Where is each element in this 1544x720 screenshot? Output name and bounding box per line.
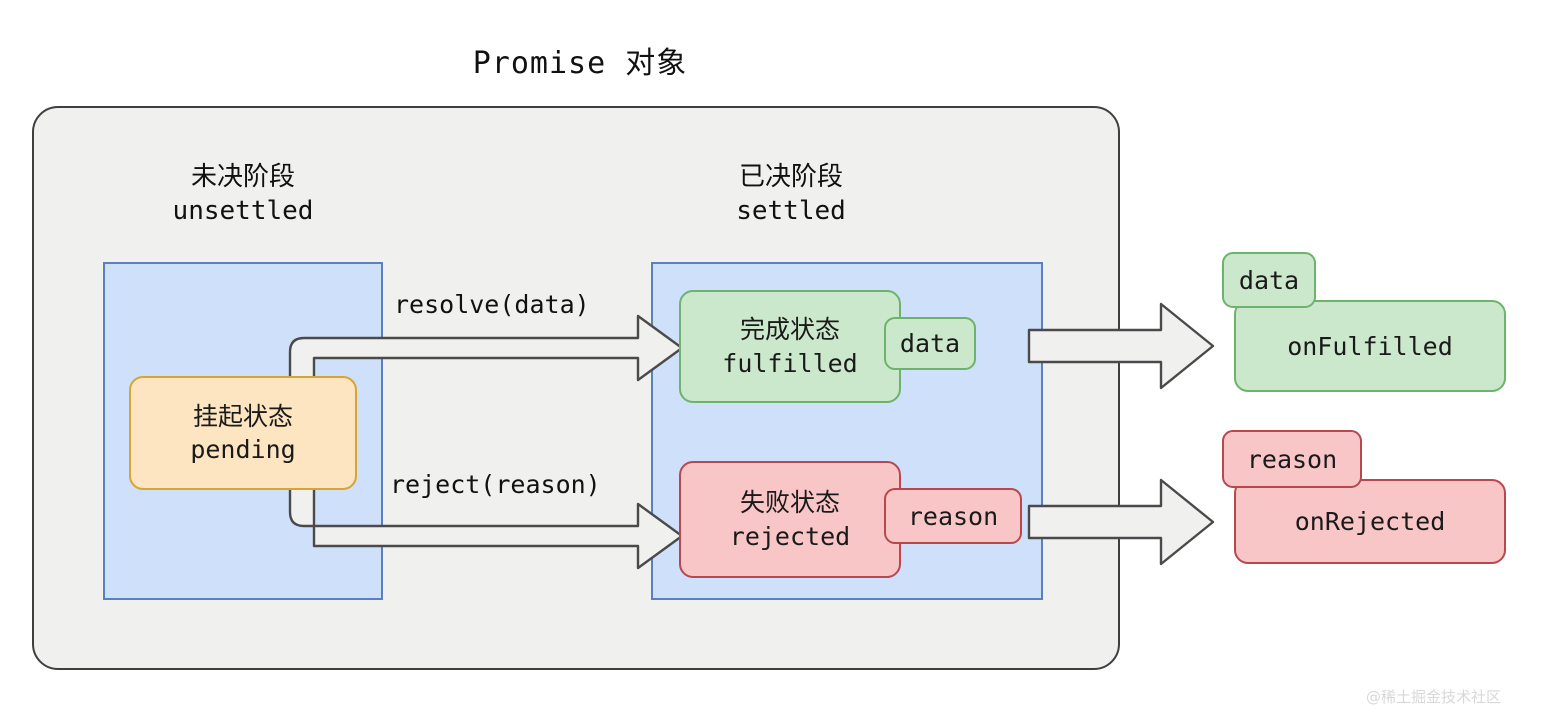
state-pending-label-en: pending bbox=[190, 435, 296, 464]
settled-phase-label-cn: 已决阶段 bbox=[738, 162, 843, 192]
state-box-rejected[interactable]: 失败状态 rejected bbox=[679, 461, 901, 578]
callback-tag-data: data bbox=[1222, 252, 1316, 308]
state-box-fulfilled[interactable]: 完成状态 fulfilled bbox=[679, 290, 901, 403]
state-fulfilled-label-cn: 完成状态 bbox=[739, 315, 840, 344]
settled-phase-label-en: settled bbox=[736, 196, 846, 227]
state-fulfilled-label-en: fulfilled bbox=[722, 348, 858, 378]
watermark: @稀土掘金技术社区 bbox=[1366, 688, 1502, 706]
unsettled-phase-heading: 未决阶段 unsettled bbox=[103, 160, 383, 229]
state-pending-label-cn: 挂起状态 bbox=[192, 401, 293, 431]
reject-transition-label: reject(reason) bbox=[390, 470, 601, 499]
state-rejected-label-en: rejected bbox=[729, 521, 851, 551]
state-rejected-label-cn: 失败状态 bbox=[739, 488, 840, 517]
callback-box-onfulfilled[interactable]: onFulfilled bbox=[1234, 300, 1506, 392]
resolve-transition-label: resolve(data) bbox=[394, 290, 590, 319]
callback-tag-reason: reason bbox=[1222, 430, 1362, 488]
unsettled-phase-label-cn: 未决阶段 bbox=[190, 162, 295, 192]
unsettled-phase-label-en: unsettled bbox=[172, 196, 314, 227]
settled-phase-heading: 已决阶段 settled bbox=[651, 160, 931, 229]
state-box-pending[interactable]: 挂起状态 pending bbox=[129, 376, 357, 490]
page-title: Promise 对象 bbox=[472, 46, 688, 81]
value-tag-reason-rejected: reason bbox=[884, 488, 1022, 544]
callback-box-onrejected[interactable]: onRejected bbox=[1234, 479, 1506, 564]
value-tag-data-fulfilled: data bbox=[884, 317, 976, 370]
